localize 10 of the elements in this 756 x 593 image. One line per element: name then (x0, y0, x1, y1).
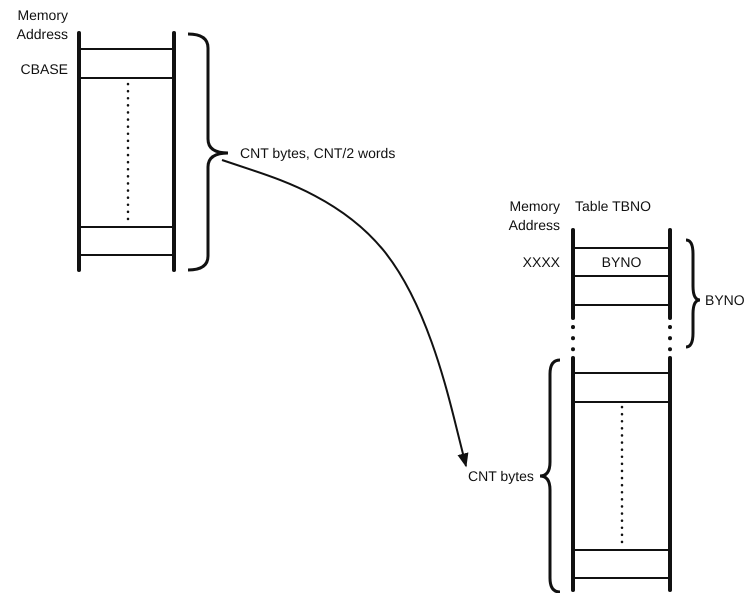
text-label: Memory Address (16, 6, 68, 44)
arrow (222, 159, 468, 468)
text-label: Table TBNO (575, 197, 652, 216)
brace-label: CNT bytes (468, 468, 534, 485)
text-label: BYNO (705, 291, 746, 310)
brace-label: CNT bytes, CNT/2 words (222, 145, 396, 162)
memory-cell: BYNO (575, 247, 668, 277)
text-label: CBASE (20, 60, 68, 79)
text-label: Memory Address (508, 197, 560, 235)
text-label: XXXX (522, 253, 560, 272)
